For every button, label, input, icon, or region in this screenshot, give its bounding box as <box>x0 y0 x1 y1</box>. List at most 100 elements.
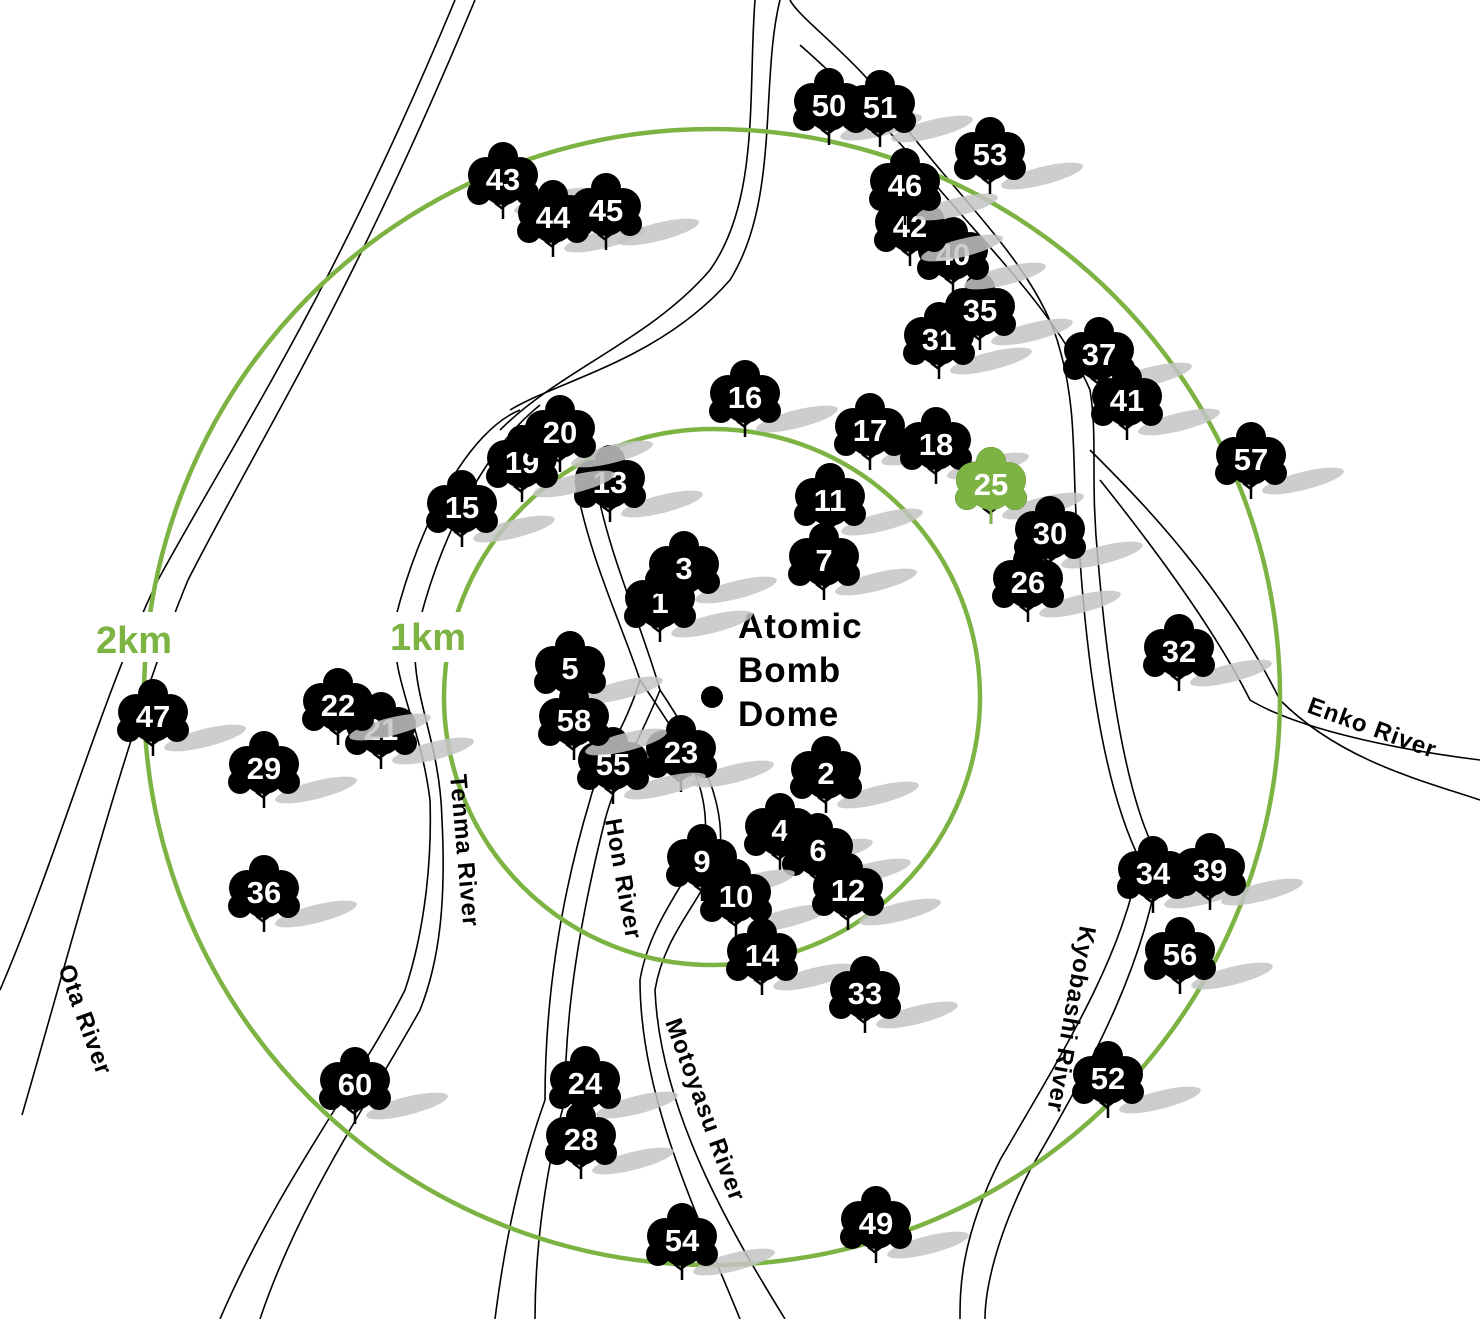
tree-number: 47 <box>136 699 170 734</box>
tree-number: 5 <box>561 651 578 686</box>
tree-number: 23 <box>664 735 698 770</box>
tree-number: 41 <box>1110 383 1144 418</box>
tree-number: 44 <box>536 200 571 235</box>
tree-number: 2 <box>817 756 834 791</box>
highlight-tree-canopy: 25 <box>955 447 1027 524</box>
dome-label-line-2: Bomb <box>738 651 841 690</box>
ring-2km-label-bg <box>92 612 204 662</box>
ring-2km-label: 2km <box>96 620 172 662</box>
tree-marker-51: 51 <box>842 68 977 150</box>
tree-marker-36: 36 <box>226 853 361 935</box>
tree-marker-45: 45 <box>568 171 703 253</box>
tree-number: 56 <box>1163 937 1197 972</box>
tree-number: 32 <box>1162 634 1196 669</box>
tree-number: 36 <box>247 875 281 910</box>
tree-marker-7: 7 <box>786 521 921 603</box>
tree-marker-1: 1 <box>622 563 757 645</box>
tree-number: 29 <box>247 751 281 786</box>
tree-number: 18 <box>919 427 953 462</box>
river-label-hon: Hon River <box>599 816 647 941</box>
dome-label-line-3: Dome <box>738 695 839 734</box>
river-label-motoyasu: Motoyasu River <box>659 1015 750 1205</box>
tree-number: 50 <box>812 88 846 123</box>
tree-marker-30: 30 <box>1012 494 1147 576</box>
tree-number: 49 <box>859 1206 893 1241</box>
tree-marker-35: 35 <box>942 271 1077 353</box>
ring-1km-label: 1km <box>390 617 466 659</box>
tree-marker-34: 34 <box>1115 834 1250 916</box>
tree-marker-60: 60 <box>317 1045 452 1127</box>
tree-number: 3 <box>675 551 692 586</box>
tree-marker-37: 37 <box>1061 315 1196 397</box>
tree-marker-44: 44 <box>515 178 650 260</box>
atomic-bomb-dome-marker <box>701 686 723 708</box>
tree-number: 9 <box>693 844 710 879</box>
tree-marker-53: 53 <box>952 115 1087 197</box>
tree-marker-6: 6 <box>780 811 915 893</box>
tree-number: 16 <box>728 380 762 415</box>
tree-number: 17 <box>853 413 887 448</box>
tree-number: 11 <box>814 483 847 518</box>
tree-marker-49: 49 <box>838 1184 973 1266</box>
tree-marker-47: 47 <box>115 677 250 759</box>
tree-number: 39 <box>1193 853 1227 888</box>
tree-marker-5: 5 <box>532 629 667 711</box>
tree-marker-23: 23 <box>643 713 778 795</box>
tree-number: 51 <box>863 90 897 125</box>
tree-number: 58 <box>557 703 591 738</box>
tree-marker-41: 41 <box>1089 361 1224 443</box>
tree-number: 15 <box>445 490 479 525</box>
tree-marker-24: 24 <box>547 1044 682 1126</box>
tree-number: 7 <box>815 543 832 578</box>
tree-marker-43: 43 <box>465 140 600 222</box>
tree-number: 28 <box>564 1122 598 1157</box>
river-label-enko: Enko River <box>1304 692 1440 764</box>
dome-label-line-1: Atomic <box>738 607 863 646</box>
tree-marker-17: 17 <box>832 391 967 473</box>
ring-1km <box>441 426 983 968</box>
tree-number: 33 <box>848 976 882 1011</box>
tree-number: 37 <box>1082 337 1116 372</box>
tree-number: 52 <box>1091 1061 1125 1096</box>
tree-number: 14 <box>745 938 780 973</box>
tree-number: 20 <box>543 415 577 450</box>
ring-1km-label-bg <box>386 612 496 662</box>
tree-marker-29: 29 <box>226 729 361 811</box>
tree-marker-10: 10 <box>698 857 833 939</box>
tree-marker-14: 14 <box>724 916 859 998</box>
tree-number: 46 <box>888 168 922 203</box>
tree-marker-2: 2 <box>788 734 923 816</box>
tree-marker-22: 22 <box>300 666 435 748</box>
tree-number: 43 <box>486 162 520 197</box>
river-label-ota: Ota River <box>52 961 117 1079</box>
tree-marker-20: 20 <box>522 393 657 475</box>
tree-number: 45 <box>589 193 623 228</box>
tree-marker-56: 56 <box>1142 915 1277 997</box>
tree-number: 35 <box>963 293 997 328</box>
tree-marker-39: 39 <box>1172 831 1307 913</box>
tree-number: 53 <box>973 137 1007 172</box>
tree-marker-18: 18 <box>898 405 1033 487</box>
tree-marker-50: 50 <box>791 66 926 148</box>
tree-marker-57: 57 <box>1213 420 1348 502</box>
tree-marker-12: 12 <box>810 851 945 933</box>
tree-marker-46: 46 <box>867 146 1002 228</box>
tree-marker-58: 58 <box>536 681 671 763</box>
tree-marker-15: 15 <box>424 468 559 550</box>
tree-marker-32: 32 <box>1141 612 1276 694</box>
tree-number: 1 <box>651 585 668 620</box>
tree-number: 54 <box>665 1223 700 1258</box>
tree-number: 26 <box>1011 565 1045 600</box>
tree-number: 34 <box>1136 856 1171 891</box>
tree-marker-26: 26 <box>990 543 1125 625</box>
tree-marker-9: 9 <box>664 822 799 904</box>
tree-marker-28: 28 <box>543 1100 678 1182</box>
tree-marker-54: 54 <box>644 1201 779 1283</box>
tree-marker-3: 3 <box>646 529 781 611</box>
tree-number-highlight: 25 <box>974 467 1008 502</box>
tree-number: 30 <box>1033 516 1067 551</box>
tree-marker-16: 16 <box>707 358 842 440</box>
river-label-tenma: Tenma River <box>444 773 484 928</box>
tree-number: 60 <box>338 1067 372 1102</box>
